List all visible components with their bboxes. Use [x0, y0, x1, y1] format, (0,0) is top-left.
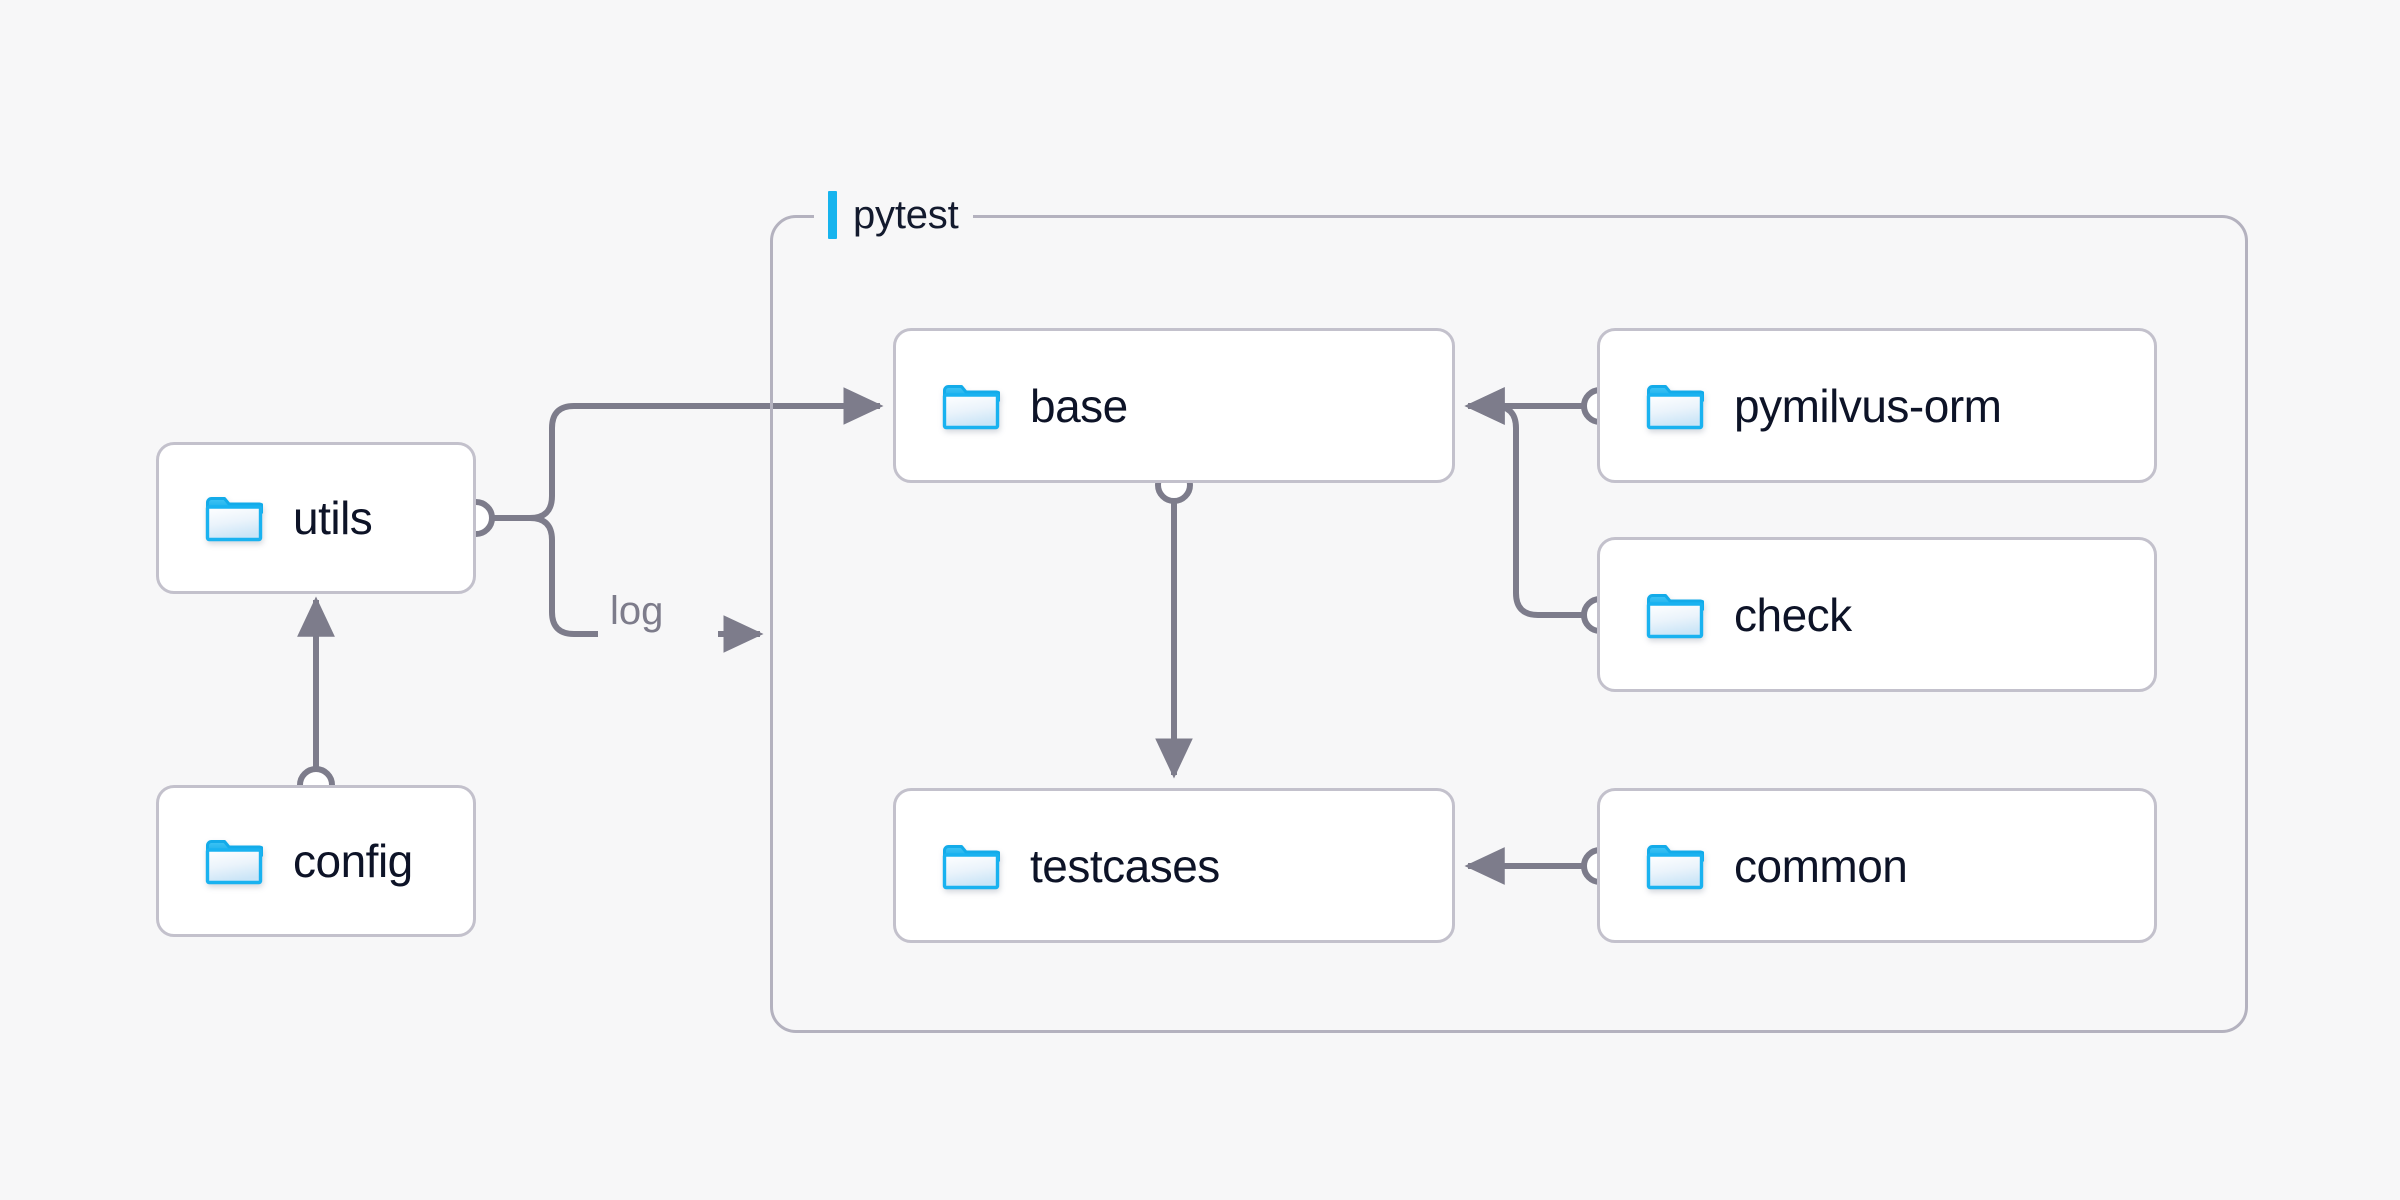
group-pytest-label: pytest	[814, 187, 973, 243]
node-config[interactable]: config	[156, 785, 476, 937]
folder-icon	[1646, 382, 1706, 430]
node-check-label: check	[1734, 588, 1852, 641]
node-pymilvus-orm-label: pymilvus-orm	[1734, 379, 2002, 432]
node-utils[interactable]: utils	[156, 442, 476, 594]
node-check[interactable]: check	[1597, 537, 2157, 692]
node-base[interactable]: base	[893, 328, 1455, 483]
folder-icon	[1646, 842, 1706, 890]
node-pymilvus-orm[interactable]: pymilvus-orm	[1597, 328, 2157, 483]
accent-bar-icon	[828, 191, 837, 239]
node-utils-label: utils	[293, 492, 373, 544]
folder-icon	[942, 842, 1002, 890]
node-config-label: config	[293, 835, 413, 887]
node-common-label: common	[1734, 839, 1908, 892]
edge-label-log: log	[600, 591, 674, 631]
node-base-label: base	[1030, 379, 1128, 432]
node-testcases[interactable]: testcases	[893, 788, 1455, 943]
edge-utils-to-pytest-log-a	[529, 515, 598, 637]
group-pytest[interactable]	[770, 215, 2248, 1033]
node-common[interactable]: common	[1597, 788, 2157, 943]
folder-icon	[1646, 591, 1706, 639]
group-pytest-label-text: pytest	[853, 193, 959, 237]
folder-icon	[205, 837, 265, 885]
folder-icon	[942, 382, 1002, 430]
folder-icon	[205, 494, 265, 542]
node-testcases-label: testcases	[1030, 839, 1220, 892]
